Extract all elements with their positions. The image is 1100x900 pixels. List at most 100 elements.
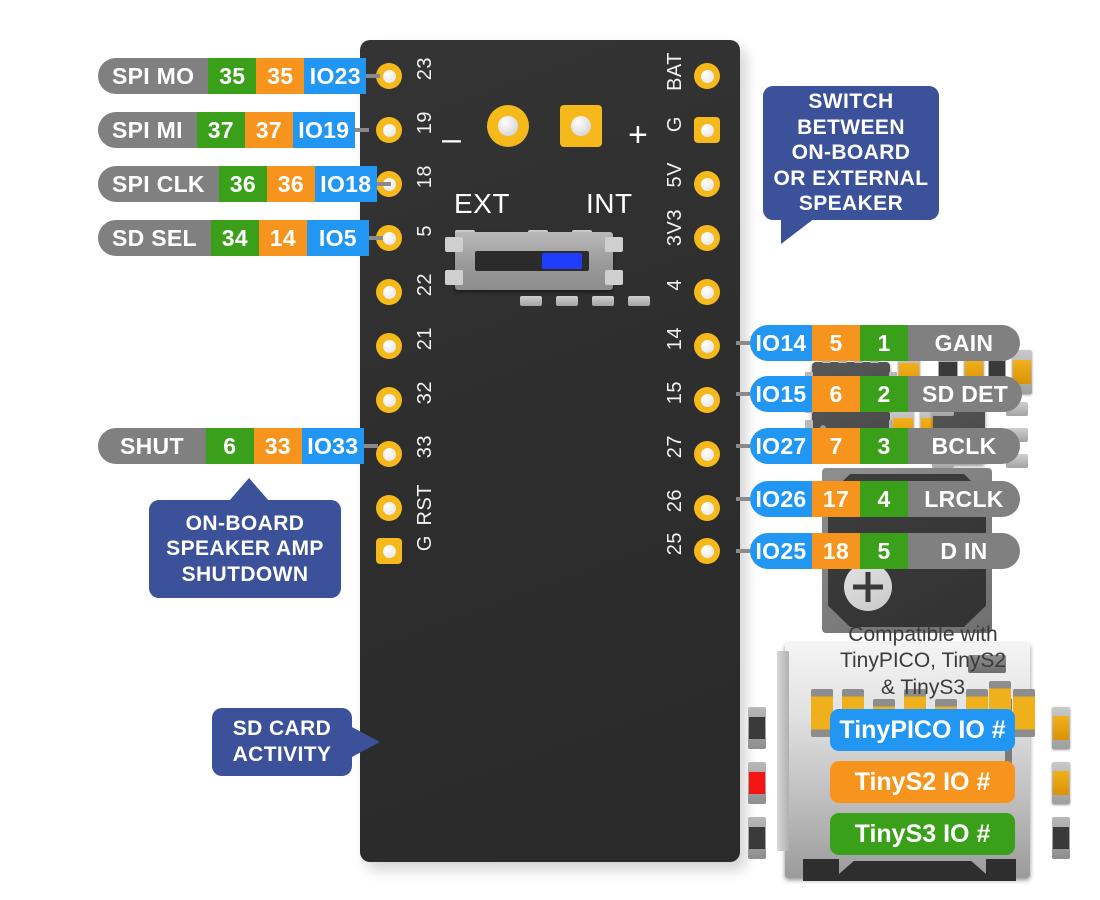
padlabel-right-4: 4 [664,279,686,291]
label-row-sd-sel[interactable]: SD SEL 34 14 IO5 [98,220,383,256]
lead-line [736,497,750,501]
tinys3-io: 34 [210,220,259,256]
callout-speaker-shutdown: ON-BOARD SPEAKER AMP SHUTDOWN [149,478,341,598]
padlabel-left-4: 22 [414,273,436,297]
lead-line [736,392,750,396]
pad-left-5[interactable] [376,333,402,359]
resistor [748,707,766,749]
pad-left-0[interactable] [376,63,402,89]
tinys2-io: 37 [244,112,293,148]
padlabel-left-0: 23 [414,57,436,81]
lead-line [366,74,381,78]
callout-tail [350,726,380,758]
speaker-plus-sign: + [628,116,648,154]
pad-left-1[interactable] [376,117,402,143]
lead-line [354,128,369,132]
tinys2-io: 17 [812,481,860,517]
legend-item-tinys2: TinyS2 IO # [830,761,1015,803]
tinys2-io: 18 [812,533,860,569]
capacitor [1052,707,1070,749]
pad-right-9[interactable] [694,538,720,564]
speaker-pad-positive [560,105,602,147]
lead-line [736,549,750,553]
padlabel-left-2: 18 [414,165,436,189]
pad-right-5[interactable] [694,333,720,359]
tinys2-io: 33 [253,428,302,464]
label-row-d-in[interactable]: IO25 18 5 D IN [736,533,1020,569]
pad-right-3[interactable] [694,225,720,251]
tinys3-io: 3 [860,428,908,464]
tinypico-io: IO23 [304,58,367,94]
signal-name: GAIN [908,325,1020,361]
callout-switch: SWITCH BETWEEN ON-BOARD OR EXTERNAL SPEA… [763,86,939,244]
pad-left-9[interactable] [376,538,402,564]
silk-int-label: INT [586,188,633,219]
padlabel-left-8: RST [414,484,436,526]
tinys3-io: 37 [196,112,245,148]
signal-name: SPI MO [98,58,209,94]
pad-left-6[interactable] [376,387,402,413]
signal-name: SD DET [908,376,1023,412]
resistor [1052,817,1070,859]
padlabel-left-3: 5 [414,225,436,237]
pad-left-8[interactable] [376,495,402,521]
capacitor [1052,762,1070,804]
padlabel-right-6: 15 [664,381,686,405]
callout-shutdown-text: ON-BOARD SPEAKER AMP SHUTDOWN [166,511,324,586]
label-row-spi-mo[interactable]: SPI MO 35 35 IO23 [98,58,381,94]
label-row-gain[interactable]: IO14 5 1 GAIN [736,325,1020,361]
padlabel-left-7: 33 [414,435,436,459]
callout-switch-text: SWITCH BETWEEN ON-BOARD OR EXTERNAL SPEA… [773,89,929,216]
legend-label: TinyS2 IO # [854,767,991,796]
label-row-lrclk[interactable]: IO26 17 4 LRCLK [736,481,1020,517]
signal-name: SPI MI [98,112,197,148]
pad-right-8[interactable] [694,495,720,521]
pad-left-3[interactable] [376,225,402,251]
tinypico-io: IO26 [750,481,812,517]
tinypico-io: IO15 [750,376,812,412]
signal-name: LRCLK [908,481,1020,517]
speaker-minus-sign: – [442,120,461,158]
pad-right-1[interactable] [694,117,720,143]
pad-right-6[interactable] [694,387,720,413]
padlabel-right-9: 25 [664,532,686,556]
padlabel-right-5: 14 [664,327,686,351]
legend-label: TinyS3 IO # [854,819,991,848]
pad-right-0[interactable] [694,63,720,89]
pad-right-7[interactable] [694,441,720,467]
tinys3-io: 35 [208,58,257,94]
pad-right-2[interactable] [694,171,720,197]
padlabel-left-6: 32 [414,381,436,405]
lead-line [363,444,378,448]
padlabel-left-5: 21 [414,327,436,351]
padlabel-right-2: 5V [664,162,686,188]
label-row-spi-clk[interactable]: SPI CLK 36 36 IO18 [98,166,391,202]
signal-name: SHUT [98,428,206,464]
tinys2-io: 35 [256,58,305,94]
tinypico-io: IO25 [750,533,812,569]
tinypico-io: IO33 [301,428,364,464]
pad-left-4[interactable] [376,279,402,305]
label-row-spi-mi[interactable]: SPI MI 37 37 IO19 [98,112,369,148]
pad-right-4[interactable] [694,279,720,305]
switch-knob[interactable] [542,253,582,269]
lead-line [736,444,750,448]
signal-name: SPI CLK [98,166,219,202]
padlabel-right-7: 27 [664,435,686,459]
tinys3-io: 6 [205,428,254,464]
tinypico-io: IO5 [306,220,369,256]
pad-left-7[interactable] [376,441,402,467]
label-row-shut[interactable]: SHUT 6 33 IO33 [98,428,378,464]
tinys3-io: 2 [860,376,908,412]
label-row-sd-det[interactable]: IO15 6 2 SD DET [736,376,1023,412]
label-row-bclk[interactable]: IO27 7 3 BCLK [736,428,1020,464]
lead-line [368,236,383,240]
padlabel-right-0: BAT [664,52,686,91]
lead-line [736,341,750,345]
legend-note: Compatible with TinyPICO, TinyS2 & TinyS… [839,623,1007,699]
tinys2-io: 5 [812,325,860,361]
signal-name: SD SEL [98,220,211,256]
callout-tail [781,218,815,244]
callout-sd-text: SD CARD ACTIVITY [232,717,332,766]
